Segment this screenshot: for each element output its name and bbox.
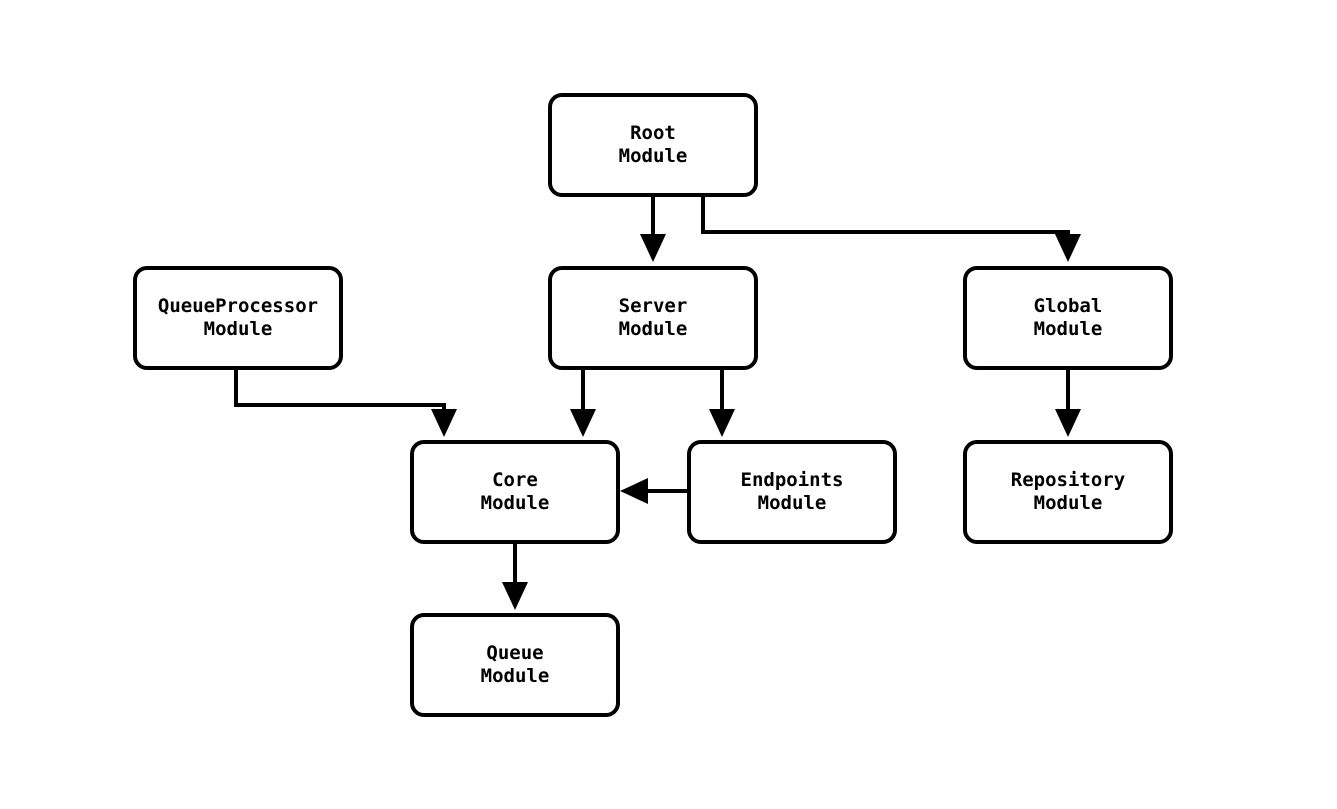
node-endpoints-module-label: Endpoints Module	[740, 469, 844, 514]
edge-core-queue	[502, 544, 528, 610]
node-queue-module[interactable]: Queue Module	[410, 613, 620, 717]
node-endpoints-module[interactable]: Endpoints Module	[687, 440, 897, 544]
edge-global-repository	[1055, 370, 1081, 437]
edge-server-core	[570, 370, 596, 437]
node-global-module-label: Global Module	[1033, 295, 1103, 340]
node-server-module-label: Server Module	[618, 295, 688, 340]
node-core-module-label: Core Module	[480, 469, 550, 514]
node-core-module[interactable]: Core Module	[410, 440, 620, 544]
node-repository-module[interactable]: Repository Module	[963, 440, 1173, 544]
edge-root-server	[640, 197, 666, 262]
edge-server-endpoints	[709, 370, 735, 437]
node-global-module[interactable]: Global Module	[963, 266, 1173, 370]
node-queueprocessor-module[interactable]: QueueProcessor Module	[133, 266, 343, 370]
node-queue-module-label: Queue Module	[480, 642, 550, 687]
edge-root-global	[701, 197, 1081, 262]
node-server-module[interactable]: Server Module	[548, 266, 758, 370]
node-repository-module-label: Repository Module	[1010, 469, 1126, 514]
node-queueprocessor-module-label: QueueProcessor Module	[157, 295, 319, 340]
edge-endpoints-core	[620, 478, 687, 504]
node-root-module-label: Root Module	[618, 122, 688, 167]
node-root-module[interactable]: Root Module	[548, 93, 758, 197]
edge-queueprocessor-core	[234, 370, 457, 437]
